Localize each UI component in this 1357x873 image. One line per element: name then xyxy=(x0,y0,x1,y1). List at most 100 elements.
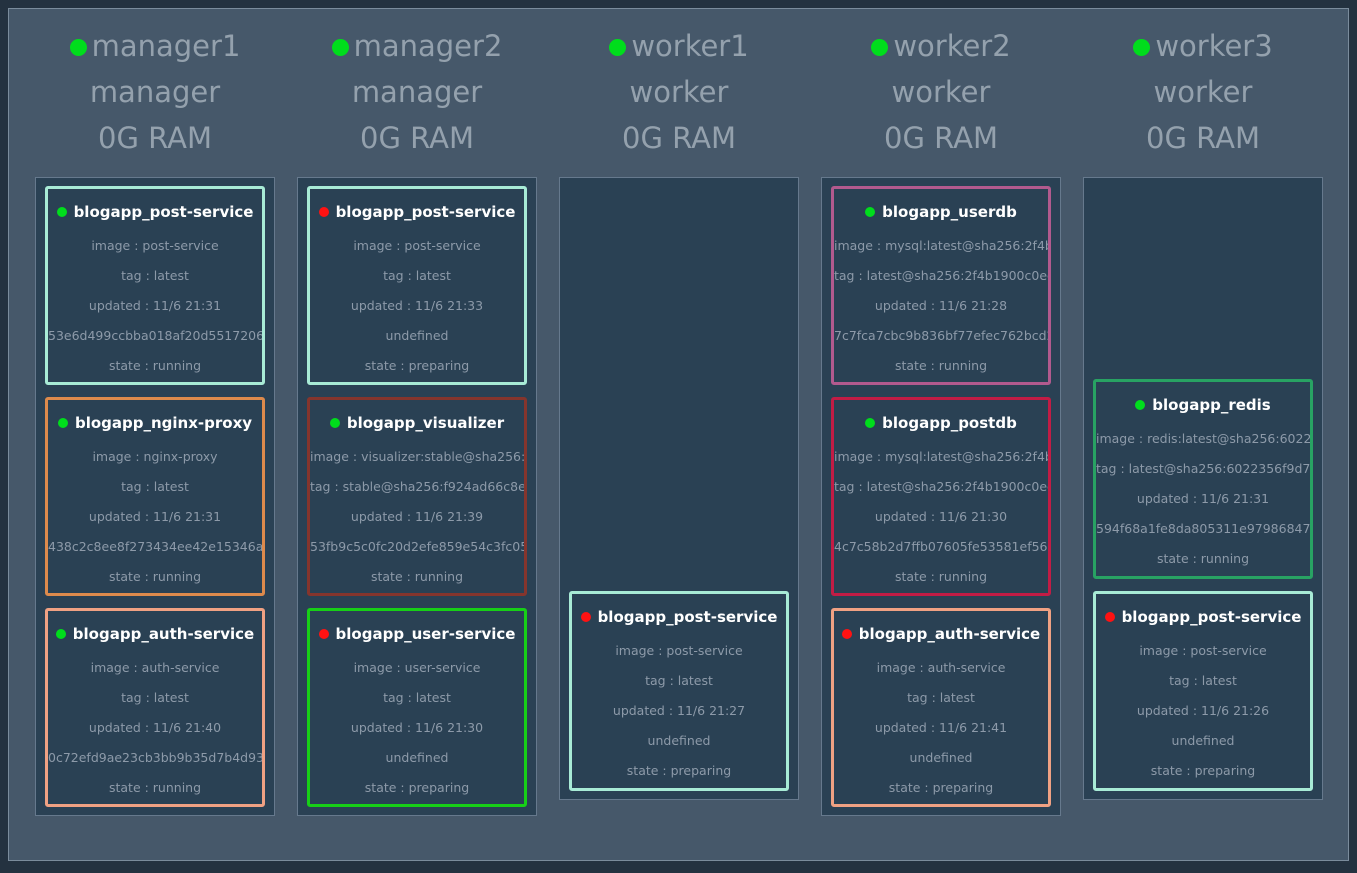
task-detail-line: image : post-service xyxy=(353,238,481,253)
task-detail-line: image : auth-service xyxy=(876,660,1006,675)
task-detail-line: state : preparing xyxy=(888,780,994,795)
task-detail-line: state : running xyxy=(108,569,202,584)
task-detail-line: image : mysql:latest@sha256:2f4b19 xyxy=(834,238,1048,253)
task-status-icon xyxy=(841,629,852,639)
node-role: worker xyxy=(629,75,729,109)
task-title-row: blogapp_user-service xyxy=(310,619,524,653)
task-detail-line: updated : 11/6 21:30 xyxy=(874,509,1008,524)
task-detail-line: tag : latest xyxy=(121,268,189,283)
task-detail-line: tag : latest xyxy=(907,690,975,705)
task-detail-line: tag : latest@sha256:6022356f9d729 xyxy=(1096,461,1310,476)
node-status-icon xyxy=(69,39,87,56)
task-name: blogapp_auth-service xyxy=(858,625,1041,643)
task-detail-line: 438c2c8ee8f273434ee42e15346a1e xyxy=(48,539,262,554)
node-name: worker2 xyxy=(893,29,1011,63)
task-detail-line: image : post-service xyxy=(91,238,219,253)
task-title-row: blogapp_nginx-proxy xyxy=(48,408,262,442)
task-detail-line: updated : 11/6 21:26 xyxy=(1136,703,1270,718)
task-detail-line: undefined xyxy=(385,328,449,343)
task-detail-line: state : running xyxy=(370,569,464,584)
task-detail-line: tag : latest xyxy=(1169,673,1237,688)
task-detail-line: undefined xyxy=(385,750,449,765)
task-status-icon xyxy=(329,418,340,428)
task-name: blogapp_postdb xyxy=(882,414,1017,432)
task-detail-line: updated : 11/6 21:39 xyxy=(350,509,484,524)
task-status-icon xyxy=(1104,612,1115,622)
task-detail-line: image : visualizer:stable@sha256:f92 xyxy=(310,449,524,464)
task-detail-line: state : running xyxy=(894,358,988,373)
node-title-row: manager2 xyxy=(297,23,537,69)
node-ram: 0G RAM xyxy=(622,121,736,155)
task-title-row: blogapp_redis xyxy=(1096,390,1310,424)
task-name: blogapp_visualizer xyxy=(346,414,505,432)
task-detail-line: tag : stable@sha256:f924ad66c8e94 xyxy=(310,479,524,494)
task-title-row: blogapp_auth-service xyxy=(48,619,262,653)
task-detail-line: state : preparing xyxy=(1150,763,1256,778)
task-detail-line: tag : latest xyxy=(121,479,189,494)
task-name: blogapp_post-service xyxy=(1121,608,1302,626)
task-detail-line: image : post-service xyxy=(1139,643,1267,658)
task-name: blogapp_userdb xyxy=(882,203,1017,221)
task-status-icon xyxy=(865,418,876,428)
task-detail-line: 53e6d499ccbba018af20d551720648 xyxy=(48,328,262,343)
node-role: worker xyxy=(1153,75,1253,109)
node-name: manager2 xyxy=(353,29,503,63)
task-status-icon xyxy=(318,629,329,639)
task-title-row: blogapp_auth-service xyxy=(834,619,1048,653)
task-status-icon xyxy=(865,207,876,217)
task-status-icon xyxy=(1135,400,1146,410)
task-detail-line: tag : latest xyxy=(383,268,451,283)
node-status-icon xyxy=(331,39,349,56)
task-title-row: blogapp_postdb xyxy=(834,408,1048,442)
node-status-icon xyxy=(1133,39,1151,56)
task-detail-line: image : mysql:latest@sha256:2f4b19 xyxy=(834,449,1048,464)
node-ram: 0G RAM xyxy=(884,121,998,155)
task-name: blogapp_auth-service xyxy=(72,625,255,643)
node-ram: 0G RAM xyxy=(360,121,474,155)
task-detail-line: updated : 11/6 21:30 xyxy=(350,720,484,735)
task-detail-line: 594f68a1fe8da805311e979868475f4 xyxy=(1096,521,1310,536)
task-detail-line: tag : latest@sha256:2f4b1900c0ee53 xyxy=(834,479,1048,494)
task-name: blogapp_post-service xyxy=(335,203,516,221)
task-title-row: blogapp_visualizer xyxy=(310,408,524,442)
task-detail-line: state : running xyxy=(894,569,988,584)
task-title-row: blogapp_post-service xyxy=(48,197,262,231)
task-detail-line: state : preparing xyxy=(626,763,732,778)
task-detail-line: 4c7c58b2d7ffb07605fe53581ef5641 xyxy=(834,539,1048,554)
task-detail-line: image : user-service xyxy=(353,660,481,675)
task-detail-line: tag : latest xyxy=(383,690,451,705)
task-detail-line: updated : 11/6 21:27 xyxy=(612,703,746,718)
task-detail-line: updated : 11/6 21:31 xyxy=(1136,491,1270,506)
node-name: worker3 xyxy=(1155,29,1273,63)
task-status-icon xyxy=(55,629,66,639)
task-detail-line: 0c72efd9ae23cb3bb9b35d7b4d9341 xyxy=(48,750,262,765)
task-status-icon xyxy=(318,207,329,217)
task-status-icon xyxy=(580,612,591,622)
task-name: blogapp_user-service xyxy=(335,625,516,643)
task-detail-line: tag : latest xyxy=(121,690,189,705)
node-name: manager1 xyxy=(91,29,241,63)
task-detail-line: updated : 11/6 21:41 xyxy=(874,720,1008,735)
node-title-row: worker3 xyxy=(1083,23,1323,69)
task-name: blogapp_redis xyxy=(1152,396,1271,414)
task-detail-line: state : running xyxy=(108,358,202,373)
task-title-row: blogapp_post-service xyxy=(310,197,524,231)
task-detail-line: undefined xyxy=(909,750,973,765)
task-detail-line: image : post-service xyxy=(615,643,743,658)
